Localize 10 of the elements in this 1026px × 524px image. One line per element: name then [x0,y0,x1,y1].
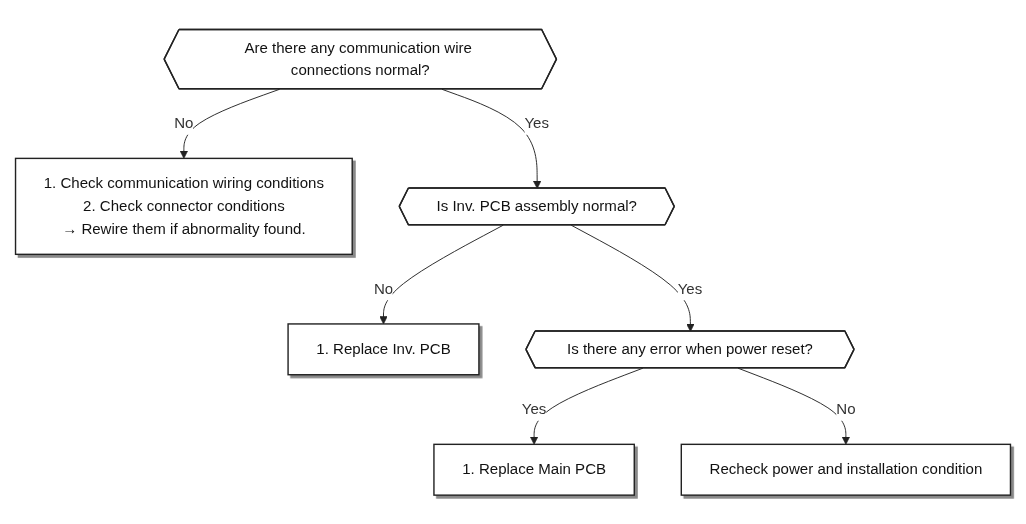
edge-label: Yes [677,280,703,297]
edge-label: No [836,400,856,417]
node-box: 1. Replace Main PCB [433,443,635,496]
edge-label: Yes [521,400,547,417]
edge-label: No [174,114,194,131]
node-box: 1. Replace Inv. PCB [287,322,480,376]
edge-label: Yes [524,114,550,131]
node-box: Recheck power and installation condition [680,443,1012,496]
node-box: 1. Check communication wiring conditions 2. Check connector conditions → Rewire them if abnormality found. [14,157,353,255]
edge-label: No [373,280,394,297]
